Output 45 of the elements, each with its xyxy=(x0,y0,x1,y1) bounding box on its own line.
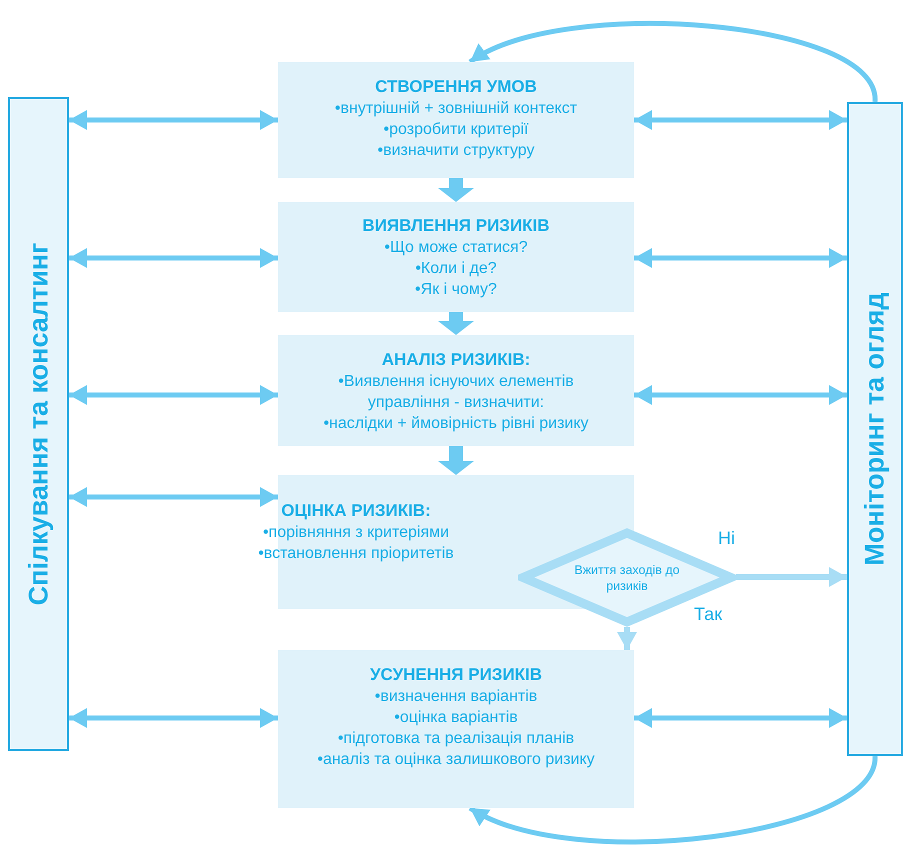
bullet-item: •порівняння з критеріями xyxy=(262,522,450,542)
arrow xyxy=(69,110,278,130)
process-box xyxy=(278,202,634,312)
arrow xyxy=(736,567,847,587)
panel-title: Спілкування та консалтинг xyxy=(23,242,54,606)
bullet-item: •Як і чому? xyxy=(414,280,498,300)
bullet-item: •Що може статися? xyxy=(383,238,529,258)
side-panel xyxy=(847,102,903,756)
bullet-item: •розробити критерії xyxy=(382,120,530,140)
decision-diamond xyxy=(518,528,736,627)
step-heading: СТВОРЕННЯ УМОВ xyxy=(375,76,537,98)
decision-label: Вжиття заходів до ризиків xyxy=(573,562,681,594)
bullet-item: •підготовка та реалізація планів xyxy=(336,728,576,748)
bullet-item: •оцінка варіантів xyxy=(393,708,519,728)
process-box xyxy=(278,650,634,808)
process-box xyxy=(278,62,634,178)
step-heading: АНАЛІЗ РИЗИКІВ: xyxy=(382,348,530,370)
block-arrow xyxy=(438,178,474,202)
step-heading: ВИЯВЛЕННЯ РИЗИКІВ xyxy=(362,215,550,237)
arrow xyxy=(617,627,637,650)
bullet-item: •визначення варіантів xyxy=(374,686,538,706)
arrow xyxy=(69,385,278,405)
arrow xyxy=(69,248,278,268)
arrow xyxy=(69,487,278,507)
block-arrow xyxy=(438,312,474,335)
step-heading: ОЦІНКА РИЗИКІВ: xyxy=(281,500,431,522)
bullet-item: •наслідки + ймовірність рівні ризику xyxy=(322,414,590,434)
feedback-arrow xyxy=(468,755,878,844)
side-panel xyxy=(8,97,69,751)
bullet-item: •встановлення пріоритетів xyxy=(257,544,455,564)
bullet-item: •Коли і де? xyxy=(414,259,498,279)
arrow xyxy=(634,708,847,728)
feedback-arrow xyxy=(468,21,878,103)
bullet-item: •Виявлення існуючих елементів управління - визначити: xyxy=(337,372,575,412)
arrow xyxy=(69,708,278,728)
arrow xyxy=(634,385,847,405)
bullet-item: •аналіз та оцінка залишкового ризику xyxy=(316,750,596,770)
process-box xyxy=(278,335,634,446)
step-heading: УСУНЕННЯ РИЗИКІВ xyxy=(370,664,542,686)
bullet-item: •внутрішній + зовнішній контекст xyxy=(334,99,578,119)
panel-title: Моніторинг та огляд xyxy=(860,292,890,566)
block-arrow xyxy=(438,446,474,475)
bullet-item: •визначити структуру xyxy=(376,141,536,161)
arrow xyxy=(634,110,847,130)
arrow xyxy=(634,248,847,268)
